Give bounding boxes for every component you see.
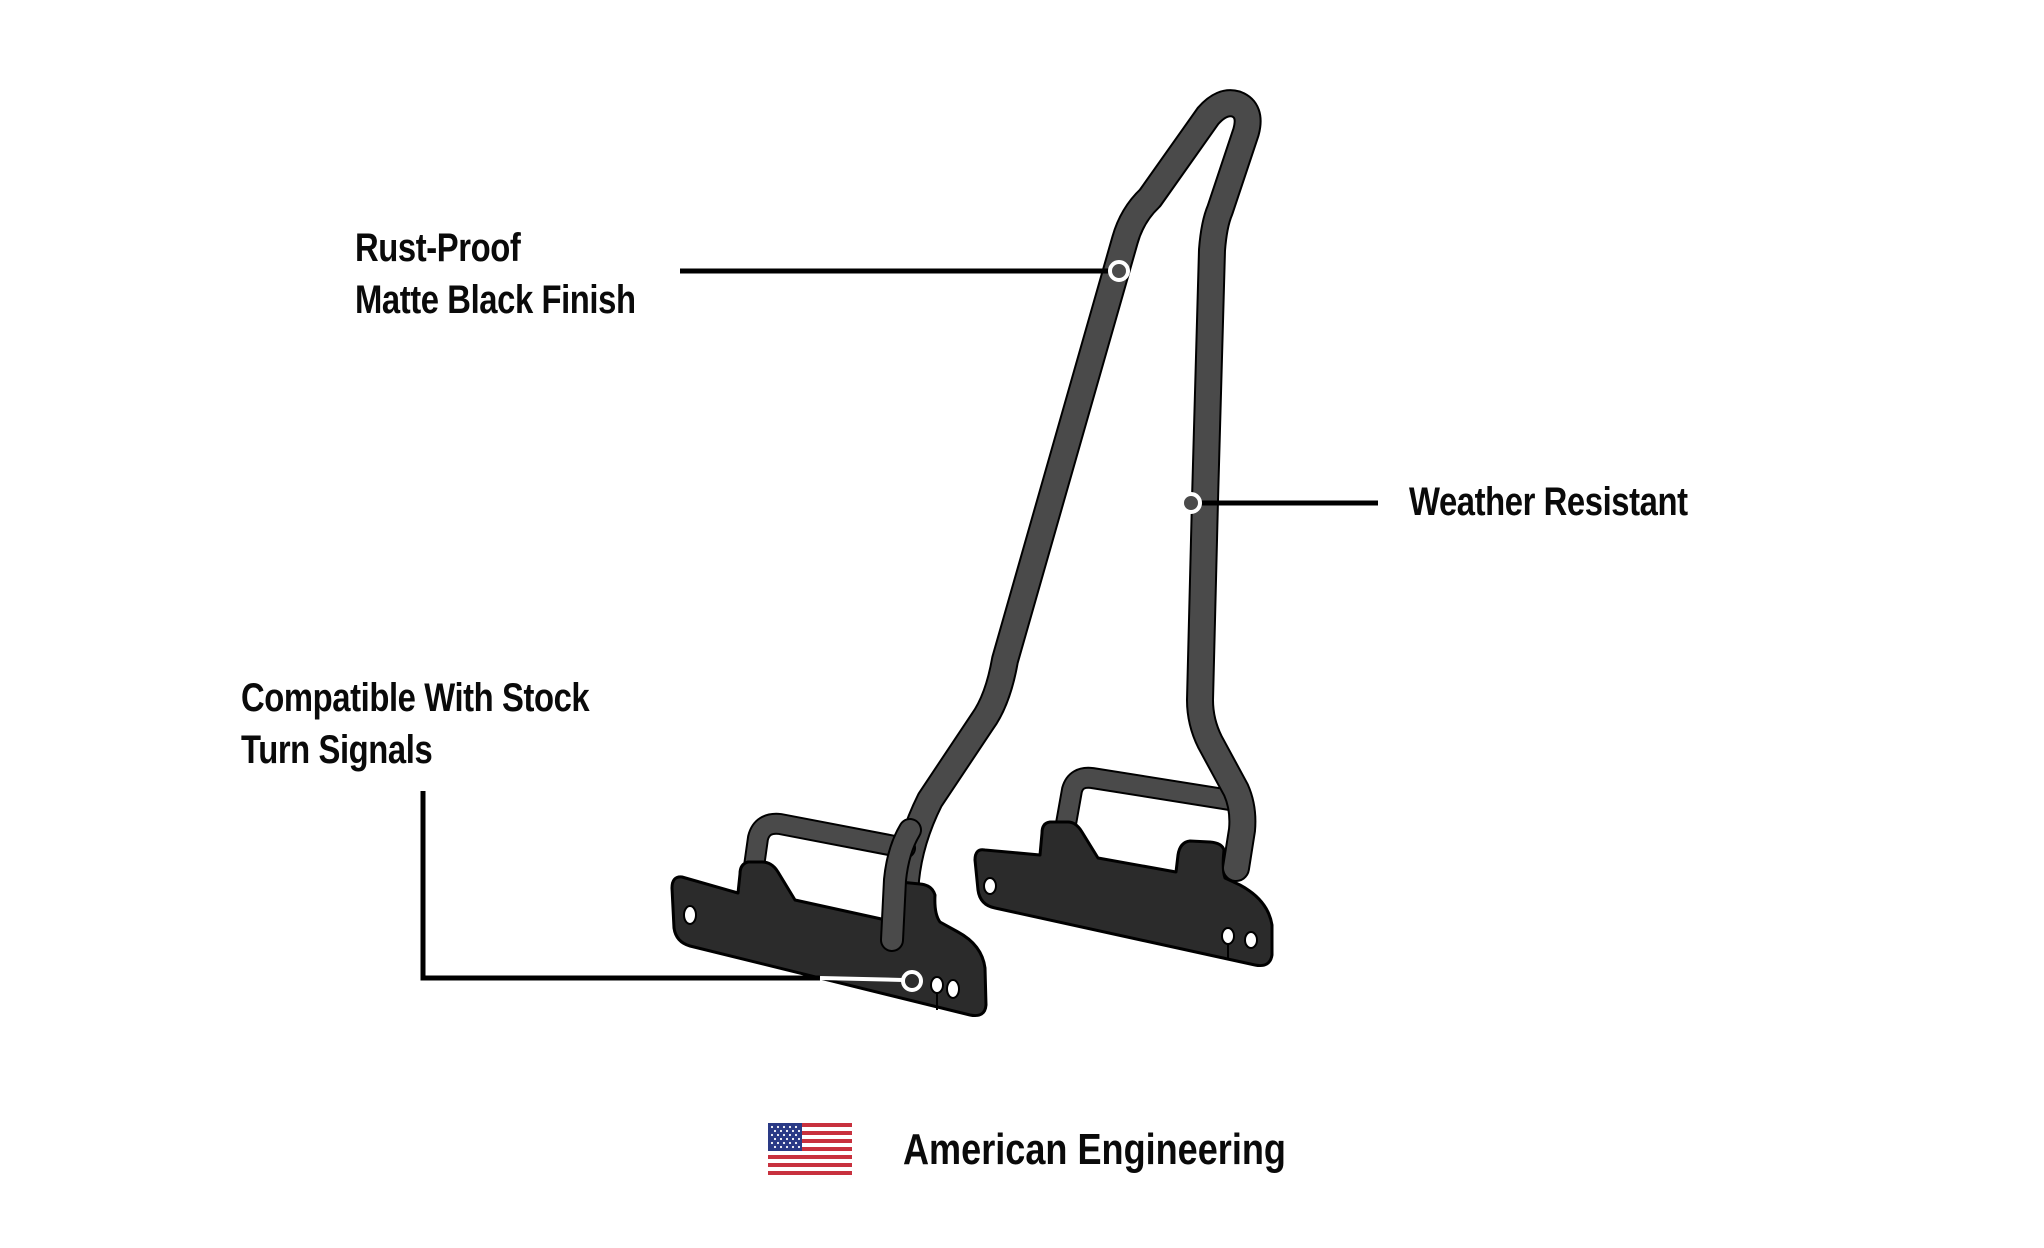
callout-lines [420, 268, 1378, 982]
backrest-hoop [891, 89, 1262, 934]
marker-weather [1180, 492, 1202, 514]
callout-markers [901, 260, 1202, 992]
left-mount-assembly [670, 812, 988, 1017]
right-plate-hole-left [983, 877, 997, 895]
callout-label-finish-line2: Matte Black Finish [355, 278, 636, 322]
callout-label-weather: Weather Resistant [1409, 476, 1688, 528]
marker-turn-signals [901, 970, 923, 992]
callout-label-finish-line1: Rust-Proof [355, 226, 521, 270]
callout-label-turn-signals: Compatible With Stock Turn Signals [241, 672, 590, 776]
us-flag-icon [768, 1123, 852, 1175]
left-plate-hole-2 [946, 979, 960, 999]
marker-finish [1108, 260, 1130, 282]
left-plate-hole-left [683, 905, 697, 925]
right-plate-hole-2 [1244, 931, 1258, 949]
callout-label-turn-signals-line1: Compatible With Stock [241, 676, 590, 720]
right-plate-hole-1 [1221, 927, 1235, 945]
american-engineering-label: American Engineering [903, 1125, 1286, 1174]
right-mount-assembly [973, 766, 1274, 967]
left-plate-hole-1 [930, 976, 944, 994]
callout-line-turn-signals [420, 791, 820, 981]
callout-label-weather-line1: Weather Resistant [1409, 480, 1688, 524]
callout-label-finish: Rust-Proof Matte Black Finish [355, 222, 636, 326]
callout-label-turn-signals-line2: Turn Signals [241, 728, 433, 772]
